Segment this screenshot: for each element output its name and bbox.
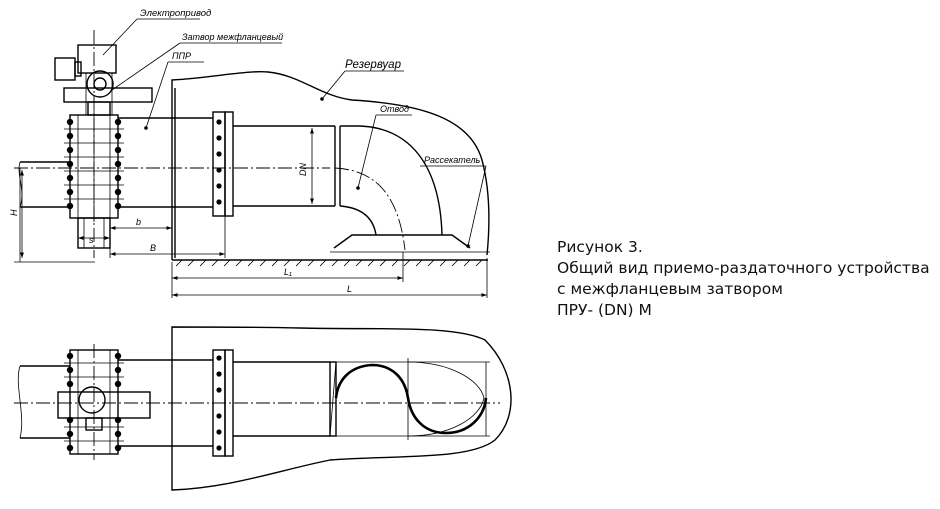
dimension-lines	[14, 128, 488, 298]
dim-L1: L₁	[284, 267, 292, 277]
label-elbow: Отвод	[380, 104, 409, 114]
electric-drive	[54, 44, 153, 116]
caption-line-3: ПРУ- (DN) М	[557, 301, 652, 319]
caption-line-1: Общий вид приемо-раздаточного устройства	[557, 259, 930, 277]
side-view: Электропривод Затвор межфланцевый ППР Ре…	[9, 8, 490, 298]
figure-caption: Рисунок 3. Общий вид приемо-раздаточного…	[557, 237, 930, 321]
dim-DN: DN	[298, 163, 308, 176]
caption-title: Рисунок 3.	[557, 238, 643, 256]
dim-L: L	[347, 284, 352, 294]
tank-outline-plan	[171, 326, 512, 491]
label-ppr: ППР	[172, 51, 191, 61]
elbow	[333, 125, 471, 249]
label-tank: Резервуар	[345, 59, 402, 71]
dim-B: B	[150, 243, 156, 253]
tank-outline	[171, 70, 490, 260]
wall-flange	[212, 111, 234, 217]
leader-lines	[102, 18, 487, 248]
caption-line-2: с межфланцевым затвором	[557, 280, 783, 298]
label-wafer-valve: Затвор межфланцевый	[182, 32, 283, 42]
dim-H: H	[9, 209, 19, 216]
dim-s: s	[89, 235, 94, 245]
label-splitter: Рассекатель	[424, 155, 481, 165]
dim-b: b	[136, 217, 141, 227]
plan-view	[14, 326, 512, 491]
label-electric-drive: Электропривод	[140, 8, 211, 19]
